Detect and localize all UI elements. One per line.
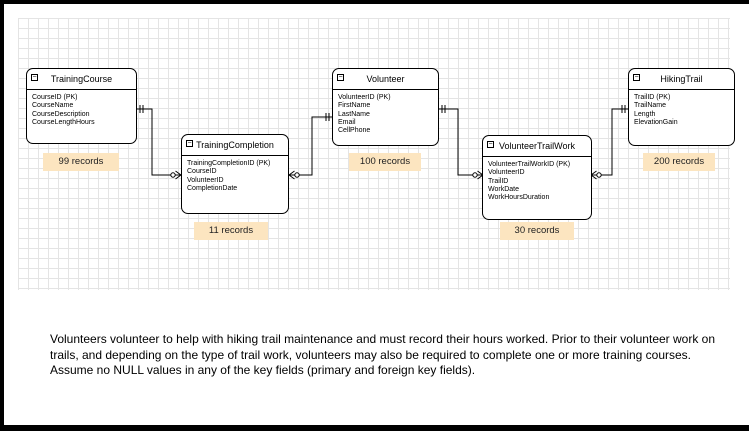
attribute: ElevationGain bbox=[634, 118, 678, 126]
entity-header: − VolunteerTrailWork bbox=[483, 136, 591, 157]
attribute-list: TrainingCompletionID (PK) CourseID Volun… bbox=[182, 156, 288, 197]
attribute: TrailID (PK) bbox=[634, 94, 671, 101]
entity-volunteer-trail-work[interactable]: − VolunteerTrailWork VolunteerTrailWorkI… bbox=[482, 135, 592, 220]
relationship-volunteer-completion bbox=[288, 113, 333, 180]
top-border bbox=[0, 0, 749, 4]
bottom-border bbox=[0, 425, 749, 431]
entity-volunteer[interactable]: − Volunteer VolunteerID (PK) FirstName L… bbox=[332, 68, 439, 146]
relationship-volunteer-trailwork bbox=[438, 105, 484, 180]
attribute: CourseID bbox=[187, 168, 217, 176]
entity-title: Volunteer bbox=[366, 74, 405, 84]
attribute-list: VolunteerID (PK) FirstName LastName Emai… bbox=[333, 90, 438, 139]
collapse-icon[interactable]: − bbox=[337, 74, 344, 81]
attribute: VolunteerID (PK) bbox=[338, 94, 391, 101]
attribute: CourseName bbox=[32, 102, 74, 110]
entity-header: − Volunteer bbox=[333, 69, 438, 90]
collapse-icon[interactable]: − bbox=[186, 140, 193, 147]
entity-title: HikingTrail bbox=[660, 74, 703, 84]
entity-header: − TrainingCompletion bbox=[182, 135, 288, 156]
entity-title: VolunteerTrailWork bbox=[498, 141, 576, 151]
record-count-badge: 200 records bbox=[643, 153, 715, 171]
entity-header: − HikingTrail bbox=[629, 69, 734, 90]
relationship-course-completion bbox=[136, 105, 182, 180]
attribute: TrailID bbox=[488, 177, 509, 185]
attribute: VolunteerID bbox=[187, 176, 224, 184]
collapse-icon[interactable]: − bbox=[487, 141, 494, 148]
attribute: CourseID (PK) bbox=[32, 94, 78, 101]
scenario-description: Volunteers volunteer to help with hiking… bbox=[50, 332, 716, 377]
relationship-trail-trailwork bbox=[590, 105, 629, 180]
attribute: CourseLengthHours bbox=[32, 118, 95, 126]
attribute: VolunteerTrailWorkID (PK) bbox=[488, 161, 571, 168]
attribute: WorkDate bbox=[488, 185, 519, 193]
collapse-icon[interactable]: − bbox=[31, 74, 38, 81]
entity-hiking-trail[interactable]: − HikingTrail TrailID (PK) TrailName Len… bbox=[628, 68, 735, 146]
entity-training-course[interactable]: − TrainingCourse CourseID (PK) CourseNam… bbox=[26, 68, 137, 144]
attribute: Length bbox=[634, 110, 656, 118]
attribute-list: TrailID (PK) TrailName Length ElevationG… bbox=[629, 90, 734, 131]
entity-title: TrainingCompletion bbox=[196, 140, 274, 150]
entity-header: − TrainingCourse bbox=[27, 69, 136, 90]
attribute: TrainingCompletionID (PK) bbox=[187, 160, 271, 167]
attribute: FirstName bbox=[338, 102, 371, 110]
attribute: LastName bbox=[338, 110, 370, 118]
collapse-icon[interactable]: − bbox=[633, 74, 640, 81]
attribute-list: CourseID (PK) CourseName CourseDescripti… bbox=[27, 90, 136, 131]
attribute-list: VolunteerTrailWorkID (PK) VolunteerID Tr… bbox=[483, 157, 591, 206]
record-count-badge: 30 records bbox=[500, 222, 574, 240]
record-count-badge: 11 records bbox=[194, 222, 268, 240]
left-border bbox=[0, 4, 4, 425]
attribute: WorkHoursDuration bbox=[488, 194, 550, 202]
entity-title: TrainingCourse bbox=[50, 74, 113, 84]
attribute: Email bbox=[338, 118, 356, 126]
attribute: CompletionDate bbox=[187, 184, 238, 192]
attribute: CellPhone bbox=[338, 127, 371, 135]
attribute: VolunteerID bbox=[488, 169, 525, 177]
entity-training-completion[interactable]: − TrainingCompletion TrainingCompletionI… bbox=[181, 134, 289, 214]
attribute: CourseDescription bbox=[32, 110, 90, 118]
record-count-badge: 99 records bbox=[43, 153, 119, 171]
record-count-badge: 100 records bbox=[349, 153, 421, 171]
attribute: TrailName bbox=[634, 102, 667, 110]
